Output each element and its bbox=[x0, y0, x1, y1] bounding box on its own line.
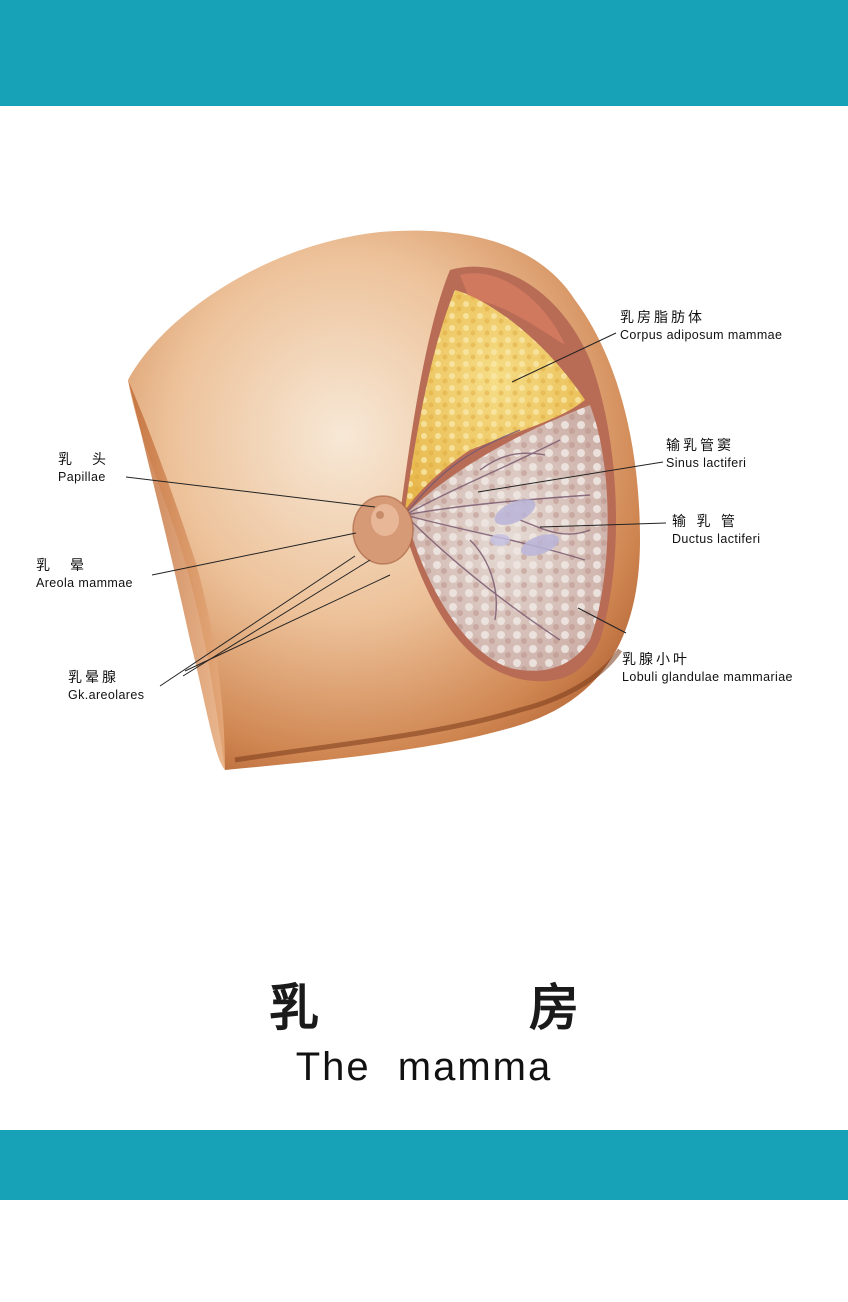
label-lobuli: 乳腺小叶 Lobuli glandulae mammariae bbox=[622, 652, 793, 685]
nipple-areola bbox=[352, 495, 414, 565]
label-gk-areolares: 乳晕腺 Gk.areolares bbox=[68, 670, 144, 703]
label-sinus-lactiferi: 输乳管窦 Sinus lactiferi bbox=[666, 438, 746, 471]
leader-lines bbox=[125, 332, 667, 687]
breast-anatomy-illustration bbox=[125, 230, 667, 771]
label-en: Gk.areolares bbox=[68, 688, 145, 702]
slogan: 美满生活 健康相伴 bbox=[0, 1140, 848, 1295]
top-banner bbox=[0, 0, 848, 106]
label-cn: 乳房脂肪体 bbox=[620, 310, 705, 326]
label-cn: 乳晕腺 bbox=[68, 670, 119, 686]
label-corpus-adiposum: 乳房脂肪体 Corpus adiposum mammae bbox=[620, 310, 782, 343]
label-en: Sinus lactiferi bbox=[666, 456, 747, 470]
cut-section bbox=[400, 266, 617, 682]
label-en: Areola mammae bbox=[36, 576, 133, 590]
label-cn: 输 乳 管 bbox=[672, 514, 738, 530]
slogan-right: 健康相伴 bbox=[458, 1255, 634, 1295]
label-papillae: 乳 头 Papillae bbox=[58, 452, 109, 485]
label-cn: 乳腺小叶 bbox=[622, 652, 690, 668]
bottom-banner bbox=[0, 1130, 848, 1200]
label-cn: 乳 晕 bbox=[36, 558, 87, 574]
slogan-left: 美满生活 bbox=[145, 1201, 321, 1241]
label-en: Papillae bbox=[58, 470, 106, 484]
label-areola: 乳 晕 Areola mammae bbox=[36, 558, 133, 591]
label-en: Ductus lactiferi bbox=[672, 532, 761, 546]
page-title-english: The mamma bbox=[295, 1045, 553, 1089]
label-ductus-lactiferi: 输 乳 管 Ductus lactiferi bbox=[672, 514, 760, 547]
label-cn: 输乳管窦 bbox=[666, 438, 734, 454]
label-en: Lobuli glandulae mammariae bbox=[622, 670, 793, 684]
page-title-chinese: 乳 房 bbox=[269, 978, 659, 1037]
label-cn: 乳 头 bbox=[58, 452, 109, 468]
label-en: Corpus adiposum mammae bbox=[620, 328, 783, 342]
